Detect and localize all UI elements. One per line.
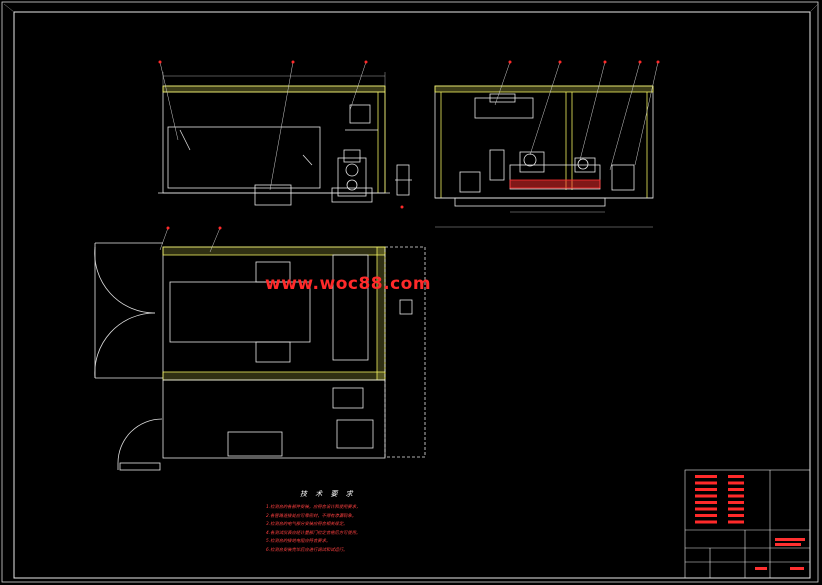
front-elevation-view	[158, 60, 412, 209]
revision-row-label	[695, 494, 717, 498]
revision-row-value	[728, 514, 744, 517]
watermark-text: www.woc88.com	[265, 274, 432, 294]
plan-view	[94, 226, 426, 471]
revision-row-label	[695, 501, 717, 504]
revision-row-value	[728, 507, 744, 511]
tech-note-item: 2.各管路连接处应可靠密封，不得有渗漏现象。	[266, 513, 357, 519]
revision-row-label	[695, 481, 717, 485]
revision-row-label	[695, 488, 717, 491]
revision-row-value	[728, 494, 744, 498]
title-block-designation	[755, 538, 805, 570]
revision-row-label	[695, 520, 717, 524]
revision-row-value	[728, 488, 744, 491]
tech-note-item: 6.检测台安装完毕后应进行调试和试运行。	[266, 547, 348, 553]
revision-row-value	[728, 501, 744, 504]
revision-row-value	[728, 475, 744, 478]
revision-row-value	[728, 520, 744, 524]
tech-notes-title: 技 术 要 求	[300, 490, 356, 498]
title-block-revision-rows	[695, 475, 744, 524]
tech-note-item: 4.各测试仪表应经计量部门检定合格后方可使用。	[266, 530, 361, 536]
side-elevation-view	[434, 60, 660, 228]
inner-frame	[13, 11, 811, 579]
tech-note-item: 5.检测台的接地电阻应符合要求。	[266, 539, 331, 545]
revision-row-label	[695, 514, 717, 517]
tech-note-item: 1.检测台的各部件安装，应符合设计和使用要求，	[266, 505, 361, 510]
revision-row-label	[695, 507, 717, 511]
revision-row-value	[728, 481, 744, 485]
tech-notes-list: 1.检测台的各部件安装，应符合设计和使用要求， 2.各管路连接处应可靠密封，不得…	[266, 504, 360, 556]
tech-note-item: 3.检测台的电气部分安装应符合相关规定。	[266, 522, 348, 528]
title-block	[684, 469, 811, 579]
revision-row-label	[695, 475, 717, 478]
